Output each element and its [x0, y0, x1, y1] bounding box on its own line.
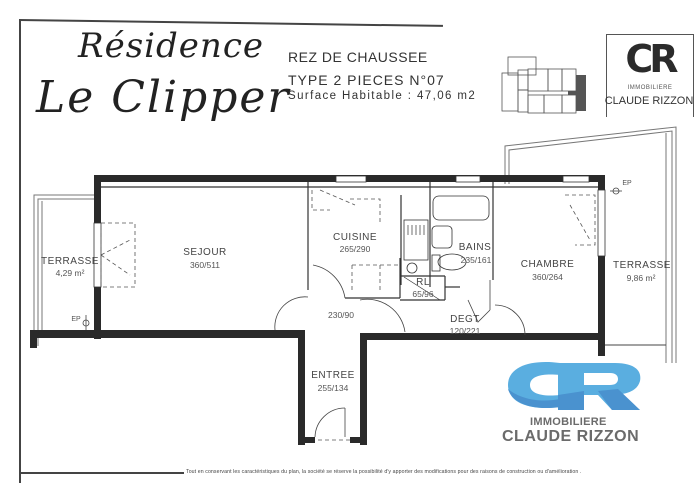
- room-dim-degt: 120/221: [449, 326, 481, 336]
- room-label-degt: DEGT: [450, 314, 480, 325]
- logo-name-large: CLAUDE RIZZON: [502, 428, 640, 445]
- disclaimer-text: Tout en conservant les caractéristiques …: [186, 469, 582, 475]
- ep-label-right: EP: [622, 180, 632, 187]
- room-area-terrasse-left: 4,29 m²: [55, 268, 85, 278]
- room-label-wc: RL: [416, 277, 430, 288]
- room-label-bains: BAINS: [458, 242, 492, 253]
- room-dim-wc: 65/96: [412, 289, 434, 299]
- room-dim-chambre: 360/264: [532, 272, 563, 282]
- agency-logo-small: CR IMMOBILIERE CLAUDE RIZZON: [605, 34, 694, 117]
- logo-subtitle-small: IMMOBILIERE: [627, 85, 673, 91]
- room-area-terrasse-right: 9,86 m²: [626, 273, 656, 283]
- residence-title-line1: Résidence: [78, 26, 264, 66]
- apartment-type: TYPE 2 PIECES N°07: [288, 72, 445, 88]
- room-dim-hall: 230/90: [328, 310, 354, 320]
- room-label-cuisine: CUISINE: [332, 232, 378, 243]
- room-dim-cuisine: 265/290: [339, 244, 371, 254]
- room-dim-bains: 235/161: [460, 255, 492, 265]
- logo-subtitle-large: IMMOBILIERE: [530, 416, 607, 428]
- residence-title-line2: Le Clipper: [36, 72, 291, 123]
- floor-label: REZ DE CHAUSSEE: [288, 49, 428, 65]
- building-key-plan: [501, 56, 586, 114]
- ep-label-left: EP: [71, 316, 81, 323]
- logo-name-small: CLAUDE RIZZON: [604, 95, 694, 107]
- room-label-sejour: SEJOUR: [183, 247, 227, 258]
- frame-left-border: [19, 20, 21, 483]
- room-dim-sejour: 360/511: [189, 260, 221, 270]
- room-dim-entree: 255/134: [317, 383, 349, 393]
- room-label-entree: ENTREE: [311, 370, 355, 381]
- agency-logo-large-graphic: [508, 361, 641, 410]
- frame-bottom-border: [19, 472, 184, 474]
- room-label-chambre: CHAMBRE: [520, 259, 575, 270]
- cr-monogram-small: CR: [625, 37, 678, 81]
- room-label-terrasse-left: TERRASSE: [41, 256, 99, 267]
- surface-area: Surface Habitable : 47,06 m2: [288, 90, 477, 102]
- room-label-terrasse-right: TERRASSE: [613, 260, 671, 271]
